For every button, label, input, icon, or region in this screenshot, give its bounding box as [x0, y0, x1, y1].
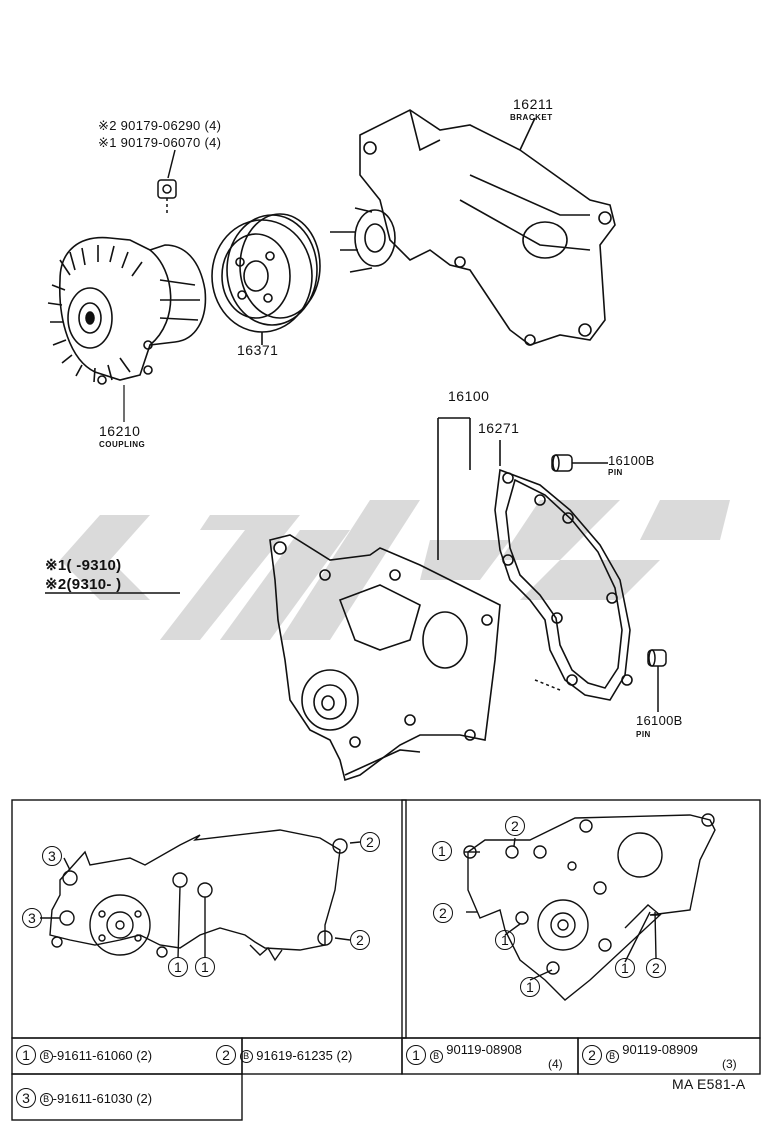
callout-3-mid: 3 — [22, 908, 42, 928]
callout-1-rright: 1 — [615, 958, 635, 978]
water-pump-part — [269, 417, 501, 782]
nut-part — [157, 149, 177, 215]
coupling-part — [47, 236, 207, 385]
table-row1-cell4: 2 B 90119-08909 — [582, 1042, 698, 1065]
pin-top-number: 16100B — [608, 453, 655, 468]
table-row1-cell1: 1 B-91611-61060 (2) — [16, 1045, 152, 1065]
applicability-note-2: ※2(9310- ) — [45, 576, 122, 593]
bracket-number: 16211 — [513, 96, 554, 112]
applicability-note-1: ※1( -9310) — [45, 557, 122, 574]
pump-number: 16100 — [448, 388, 490, 404]
gasket-part — [494, 440, 633, 701]
table-row1-cell2: 2 B 91619-61235 (2) — [216, 1045, 352, 1065]
coupling-name: COUPLING — [99, 440, 146, 449]
gasket-number: 16271 — [478, 420, 520, 436]
bolt-note-1: ※1 90179-06070 (4) — [98, 135, 222, 150]
callout-2-top: 2 — [360, 832, 380, 852]
callout-2-rtop: 2 — [505, 816, 525, 836]
diagram-reference: MA E581-A — [672, 1076, 746, 1092]
watermark — [60, 500, 730, 640]
callout-2-rright: 2 — [646, 958, 666, 978]
bolt-note-2: ※2 90179-06290 (4) — [98, 118, 222, 133]
pin-parts — [534, 454, 667, 712]
pulley-number: 16371 — [237, 342, 279, 358]
callout-1-rbottom: 1 — [520, 977, 540, 997]
callout-3-top: 3 — [42, 846, 62, 866]
pin-bottom-name: PIN — [636, 730, 651, 739]
pulley-part — [211, 213, 321, 345]
callout-1-left: 1 — [168, 957, 188, 977]
callout-1-rtop: 1 — [432, 841, 452, 861]
callout-1-rmid: 1 — [495, 930, 515, 950]
table-row2-cell1: 3 B-91611-61030 (2) — [16, 1088, 152, 1108]
bracket-part — [330, 109, 616, 346]
left-detail-view — [40, 829, 361, 962]
right-detail-view — [463, 813, 716, 1001]
callout-2-rleft: 2 — [433, 903, 453, 923]
pin-top-name: PIN — [608, 468, 623, 477]
bracket-name: BRACKET — [510, 113, 553, 122]
callout-2-bottom: 2 — [350, 930, 370, 950]
callout-1-right: 1 — [195, 957, 215, 977]
table-row1-qty4: (3) — [722, 1057, 737, 1071]
coupling-number: 16210 — [99, 423, 141, 439]
detail-frames — [11, 799, 761, 1121]
table-row1-qty3: (4) — [548, 1057, 563, 1071]
table-row1-cell3: 1 B 90119-08908 — [406, 1042, 522, 1065]
pin-bottom-number: 16100B — [636, 713, 683, 728]
